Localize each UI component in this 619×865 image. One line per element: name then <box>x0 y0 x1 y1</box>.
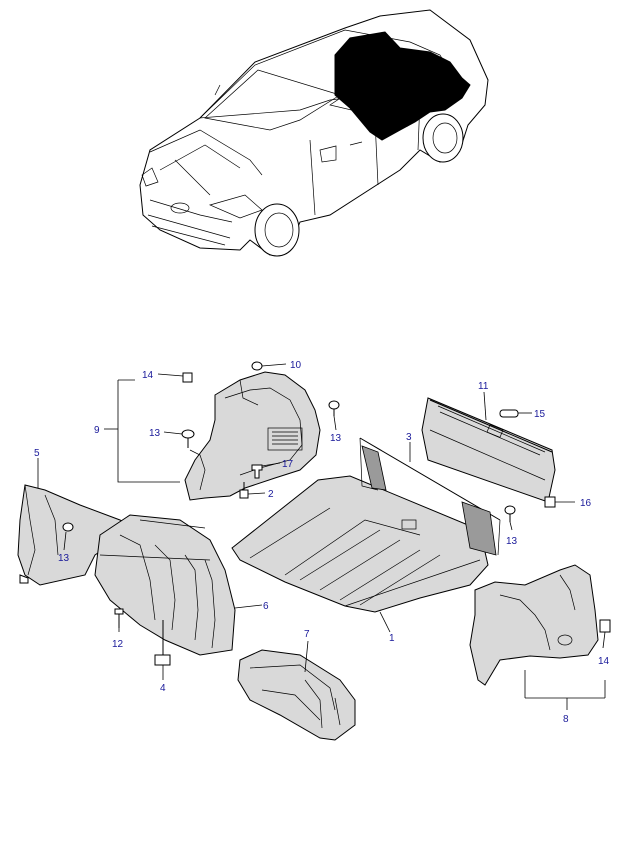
callout-11: 11 <box>478 381 489 392</box>
clip-13b-icon <box>328 400 340 410</box>
part-7-tray <box>237 649 356 741</box>
fasteners-upper-left <box>181 361 340 499</box>
callout-16: 16 <box>580 498 592 509</box>
callout-10: 10 <box>290 360 302 371</box>
trunk-highlight-area <box>334 31 471 141</box>
clip-13a-icon <box>181 429 195 439</box>
pad-15-icon <box>499 409 519 418</box>
leader-lines <box>37 363 606 710</box>
callout-labels: 14 10 9 13 13 17 2 5 13 6 12 4 7 1 3 11 … <box>34 360 610 725</box>
clip-14b-icon <box>599 619 611 633</box>
callout-2: 2 <box>268 489 274 500</box>
callout-14-lower: 14 <box>598 656 610 667</box>
car-illustration <box>139 9 489 257</box>
callout-3: 3 <box>406 432 412 443</box>
callout-17: 17 <box>282 459 294 470</box>
clip-16-icon <box>544 496 556 508</box>
part-11-rear-cover <box>421 397 556 503</box>
cap-10-icon <box>251 361 263 371</box>
callout-8: 8 <box>563 714 569 725</box>
callout-13-mid: 13 <box>330 433 342 444</box>
part-1-floor-mat <box>231 475 489 613</box>
part-3-cargo-net <box>359 437 501 556</box>
part-12-screw <box>114 608 124 628</box>
callout-15: 15 <box>534 409 546 420</box>
callout-5: 5 <box>34 448 40 459</box>
callout-13-lower-left: 13 <box>58 553 70 564</box>
part-4-pin <box>154 620 171 666</box>
part-6-rear-panel <box>94 514 236 656</box>
callout-13-right: 13 <box>506 536 518 547</box>
callout-1: 1 <box>389 633 395 644</box>
callout-12: 12 <box>112 639 124 650</box>
fasteners-right <box>504 496 556 522</box>
callout-13-left: 13 <box>149 428 161 439</box>
callout-7: 7 <box>304 629 310 640</box>
callout-9: 9 <box>94 425 100 436</box>
fastener-2-icon <box>239 489 249 499</box>
screw-17-icon <box>251 464 263 479</box>
part-8-side-trim <box>469 564 611 686</box>
callout-4: 4 <box>160 683 166 694</box>
callout-14-upper: 14 <box>142 370 154 381</box>
clip-13c-icon <box>62 522 74 532</box>
part-5-wheel-housing-cover <box>17 484 136 586</box>
callout-6: 6 <box>263 601 269 612</box>
clip-14a-icon <box>182 372 193 383</box>
clip-13d-icon <box>504 505 516 515</box>
part-9-side-trim <box>184 371 321 501</box>
